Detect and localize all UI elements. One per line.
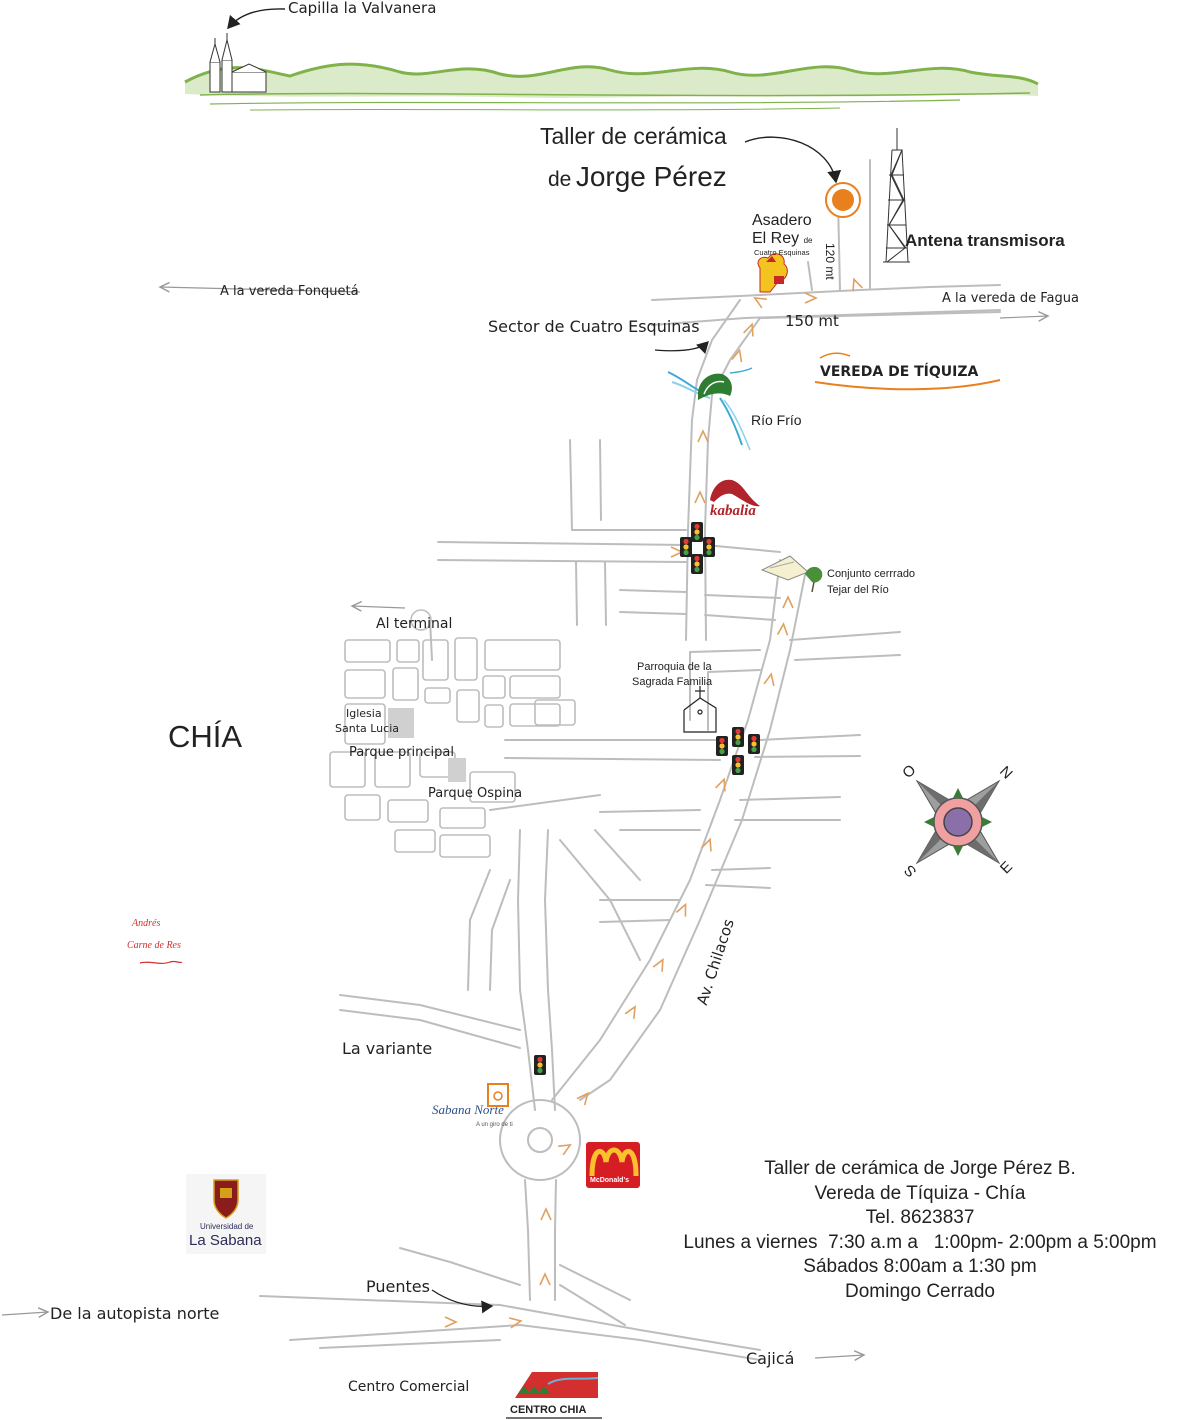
andres-logo-text: Andrés	[132, 918, 161, 929]
asadero-name-main: El Rey	[752, 230, 800, 247]
kabalia-logo-text: kabalia	[710, 503, 756, 519]
centro-chia-logo-text: CENTRO CHIA	[510, 1404, 587, 1416]
mcdonalds-logo-text: McDonald's	[590, 1177, 630, 1184]
conjunto-label-2: Tejar del Río	[827, 584, 889, 596]
autopista-label: De la autopista norte	[50, 1304, 220, 1323]
info-name: Taller de cerámica de Jorge Pérez B.	[764, 1158, 1076, 1179]
antenna-label: Antena transmisora	[905, 231, 1065, 250]
andres-logo-text-2: Carne de Res	[127, 940, 181, 951]
river-icon	[667, 367, 753, 451]
compass-rose-icon	[915, 779, 1001, 865]
sabana-norte-logo-icon	[487, 1083, 509, 1107]
workshop-title: Taller de cerámica	[540, 123, 727, 149]
vereda-label: VEREDA DE TÍQUIZA	[820, 364, 979, 380]
asadero-name: El Rey de	[752, 230, 812, 248]
parque-ospina-block	[448, 758, 466, 782]
town-label: CHÍA	[168, 719, 243, 754]
fonqueta-label: A la vereda Fonquetá	[220, 284, 359, 299]
workshop-title-line2: de Jorge Pérez	[548, 161, 727, 193]
workshop-title-prefix: de	[548, 168, 572, 191]
kabalia-logo-icon	[710, 479, 760, 507]
asadero-label: Asadero	[752, 212, 812, 229]
sabana-norte-logo-text: Sabana Norte	[432, 1102, 504, 1117]
parroquia-label: Parroquia de la	[637, 661, 712, 673]
distance-120-label: 120 mt	[823, 243, 837, 280]
sabana-norte-tag: A un giro de ti	[476, 1122, 513, 1128]
chapel-icon	[209, 33, 267, 93]
centro-comercial-label: Centro Comercial	[348, 1379, 470, 1395]
vereda-underline	[814, 379, 1001, 391]
mcdonalds-logo-icon	[586, 1142, 640, 1188]
centro-chia-logo-icon	[506, 1372, 602, 1419]
universidad-logo-text: Universidad de	[200, 1222, 254, 1231]
mountain-landscape	[184, 62, 1039, 111]
asadero-de: de	[803, 236, 813, 245]
asadero-sub: Cuatro Esquinas	[754, 248, 810, 257]
conjunto-label: Conjunto cerrrado	[827, 568, 916, 580]
sector-label: Sector de Cuatro Esquinas	[488, 317, 700, 336]
cajica-label: Cajicá	[746, 1349, 795, 1368]
river-label: Río Frío	[751, 412, 802, 428]
chapel-label: Capilla la Valvanera	[288, 0, 437, 17]
iglesia-block	[388, 708, 414, 738]
info-sunday: Domingo Cerrado	[845, 1280, 995, 1302]
parque-principal-label: Parque principal	[349, 745, 454, 760]
info-weekday-hours: Lunes a viernes 7:30 a.m a 1:00pm- 2:00p…	[683, 1231, 1157, 1253]
terminal-roundabout	[410, 609, 432, 631]
distance-150-label: 150 mt	[785, 312, 839, 330]
fagua-label: A la vereda de Fagua	[942, 291, 1079, 306]
church-icon	[683, 686, 717, 733]
variante-label: La variante	[342, 1039, 433, 1058]
universidad-logo-text-2: La Sabana	[189, 1232, 262, 1249]
iglesia-label-2: Santa Lucia	[335, 722, 399, 735]
workshop-title-name: Jorge Pérez	[575, 161, 727, 192]
universidad-logo-icon	[186, 1174, 266, 1254]
asadero-logo-icon	[757, 253, 788, 293]
info-phone: Tel. 8623837	[865, 1207, 975, 1228]
iglesia-label: Iglesia	[346, 707, 382, 720]
andres-logo-icon	[139, 960, 183, 965]
puentes-label: Puentes	[366, 1277, 430, 1296]
contact-info: Taller de cerámica de Jorge Pérez B. Ver…	[640, 1157, 1197, 1304]
parroquia-label-2: Sagrada Familia	[632, 676, 713, 688]
parque-ospina-label: Parque Ospina	[428, 786, 523, 801]
info-location: Vereda de Tíquiza - Chía	[814, 1182, 1026, 1204]
town-blocks	[329, 637, 576, 858]
antenna-icon	[883, 128, 910, 263]
conjunto-icon	[760, 555, 823, 593]
terminal-label: Al terminal	[376, 616, 453, 632]
workshop-marker-icon	[825, 182, 861, 218]
info-saturday-hours: Sábados 8:00am a 1:30 pm	[803, 1256, 1037, 1277]
